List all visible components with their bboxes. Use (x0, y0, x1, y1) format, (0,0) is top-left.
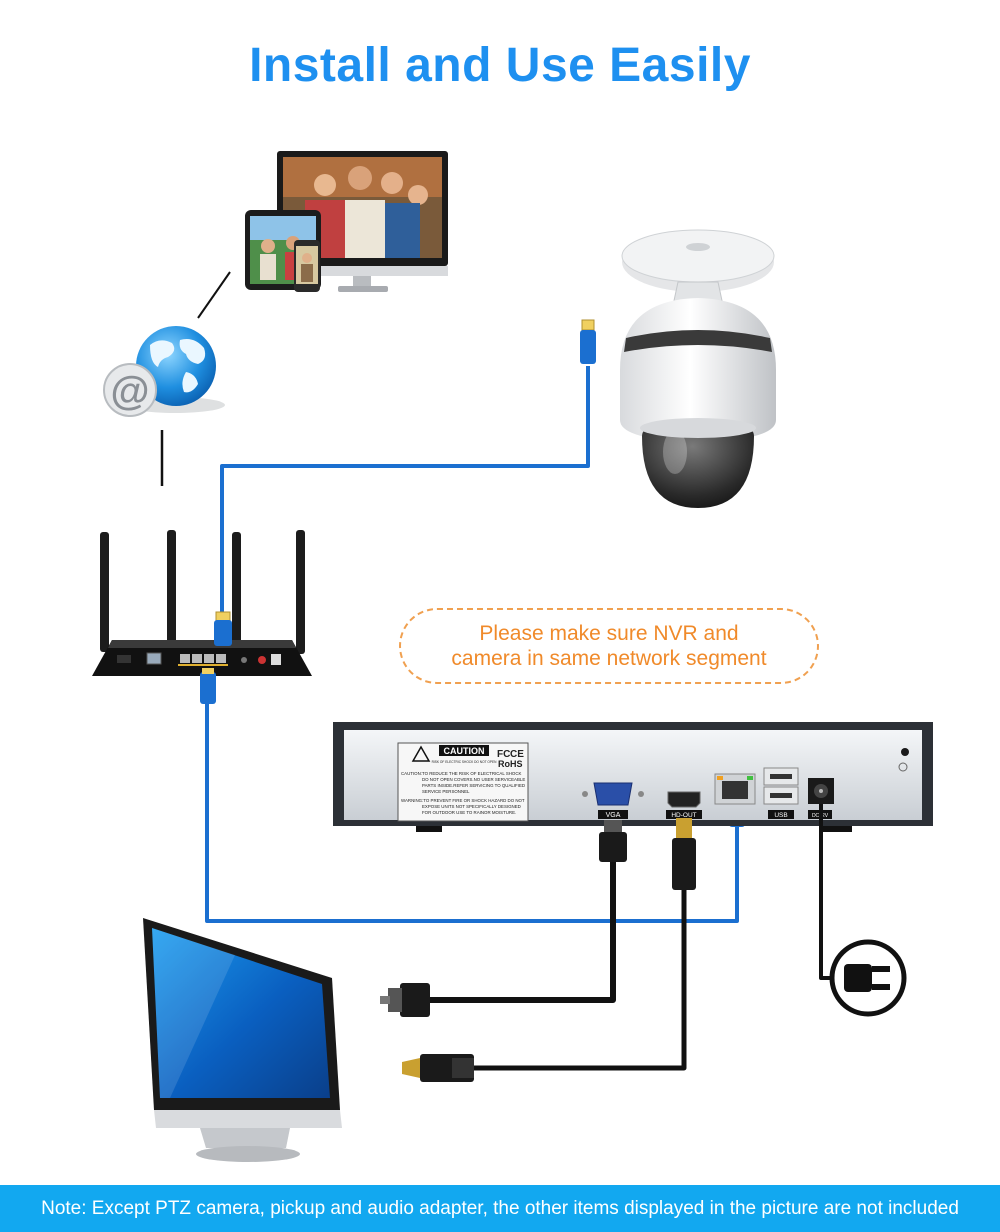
local-monitor-icon (143, 918, 342, 1162)
nvr-recorder: CAUTION RISK OF ELECTRIC SHOCK DO NOT OP… (333, 722, 933, 832)
warning-triangle-icon (411, 745, 431, 762)
notice-line-1: Please make sure NVR and (479, 622, 739, 645)
vga-port: VGA (582, 782, 644, 819)
router-antenna (167, 530, 176, 654)
power-cable (819, 804, 907, 1017)
caution-small-text: RISK OF ELECTRIC SHOCK DO NOT OPEN (432, 760, 497, 764)
router-antenna (296, 530, 305, 654)
footer-note: Note: Except PTZ camera, pickup and audi… (41, 1197, 959, 1219)
ce-mark: CE (510, 749, 524, 760)
nvr-network-cable (205, 704, 739, 923)
hdout-port-label: HD-OUT (671, 812, 696, 819)
smartphone-icon (294, 240, 320, 292)
internet-link-line (197, 271, 231, 319)
caution-line: CAUTION:TO REDUCE THE RISK OF ELECTRICAL… (401, 771, 522, 776)
vga-port-label: VGA (606, 812, 621, 819)
usb-ports: USB (763, 767, 799, 819)
connection-diagram: @ (92, 151, 933, 1162)
internet-globe-icon: @ (103, 326, 225, 417)
email-at-icon: @ (110, 369, 149, 413)
caution-line: FOR OUTDOOR USE TO RAINOR MOISTURE. (422, 810, 516, 815)
caution-line: PARTS INSIDE.REFER SERVICING TO QUALIFIE… (422, 783, 525, 788)
footer-note-bar: Note: Except PTZ camera, pickup and audi… (0, 1185, 1000, 1232)
rj45-plugs (200, 319, 745, 827)
caution-label: CAUTION RISK OF ELECTRIC SHOCK DO NOT OP… (397, 742, 529, 822)
network-segment-notice: Please make sure NVR and camera in same … (399, 608, 819, 684)
lan-port (714, 773, 756, 805)
vga-cable (380, 820, 627, 1017)
wireless-router-icon (92, 530, 312, 676)
remote-viewing-devices (245, 151, 448, 292)
hdmi-cable (402, 818, 696, 1082)
caution-line: WARNING:TO PREVENT FIRE OR SHOCK HAZARD … (401, 798, 525, 803)
ptz-dome-camera-icon (620, 229, 776, 508)
network-cables (205, 366, 739, 923)
hdmi-port: HD-OUT (666, 791, 702, 819)
notice-line-2: camera in same network segment (451, 647, 767, 670)
caution-line: DO NOT OPEN COVERS.NO USER SERVICEABLE (422, 777, 525, 782)
caution-line: SERVICE PERSONNEL (422, 789, 470, 794)
page-title: Install and Use Easily (249, 39, 751, 92)
caution-heading: CAUTION (444, 746, 485, 756)
ground-screw-icon (898, 762, 908, 772)
router-antenna (100, 532, 109, 652)
rohs-mark: RoHS (498, 759, 523, 769)
camera-network-cable (220, 366, 590, 620)
router-antenna (232, 532, 241, 650)
caution-line: EXPOSE UNITS NOT SPECIFICALLY DESIGNED (422, 804, 521, 809)
fc-mark: FC (497, 749, 510, 760)
usb-port-label: USB (774, 812, 787, 819)
